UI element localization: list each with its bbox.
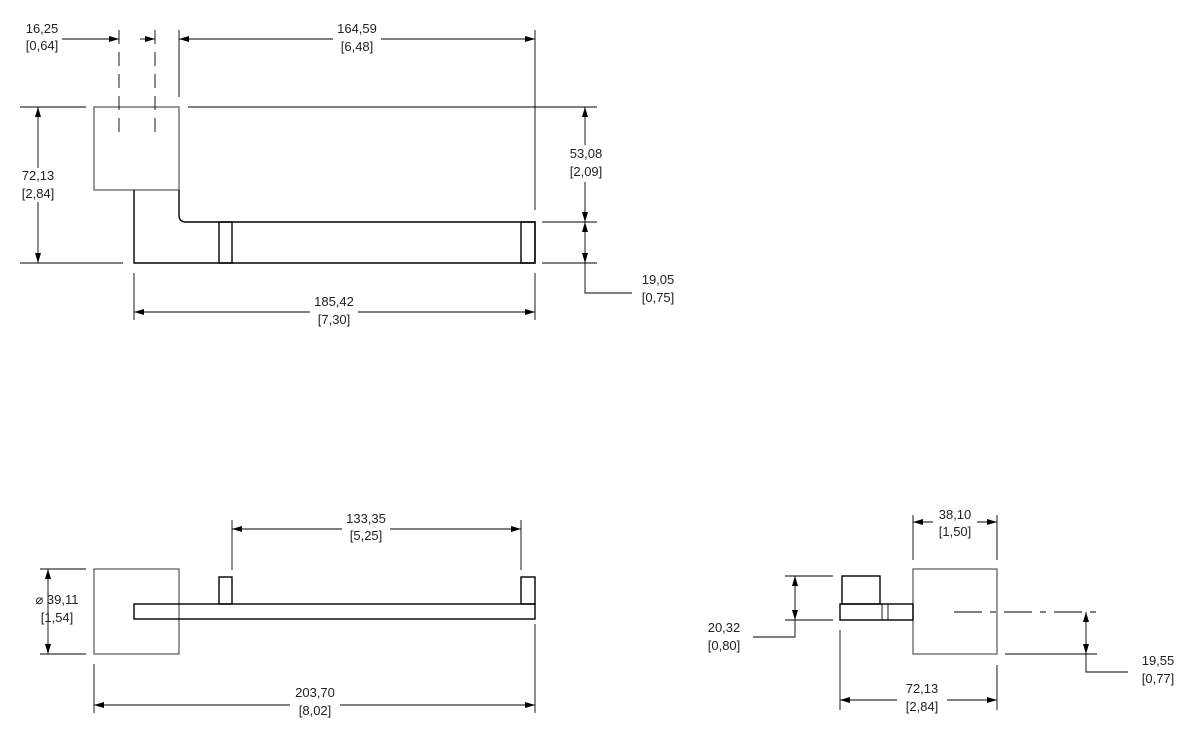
top-view: 16,25 [0,64] 164,59 [6,48] 72,13 [2,84] …: [20, 21, 674, 327]
dim-base-width-mm: 38,10: [939, 507, 972, 522]
dim-diameter-in: [1,54]: [41, 610, 74, 625]
dim-post-height-mm: 20,32: [708, 620, 741, 635]
post-left: [218, 576, 233, 605]
post-right: [520, 221, 536, 264]
dim-center-mm: 19,55: [1142, 653, 1175, 668]
dim-length-in: [7,30]: [318, 312, 351, 327]
dim-depth-mm: 72,13: [906, 681, 939, 696]
dim-height-mm: 72,13: [22, 168, 55, 183]
dim-depth-in: [2,84]: [906, 699, 939, 714]
bar: [133, 603, 536, 620]
dim-offset-in: [2,09]: [570, 164, 603, 179]
dim-bar-height-in: [0,75]: [642, 290, 675, 305]
dim-diameter-mm: ⌀ 39,11: [35, 592, 78, 607]
bar-end: [839, 603, 914, 621]
dim-post-spacing-in: [5,25]: [350, 528, 383, 543]
mounting-block: [93, 106, 180, 191]
post-right: [520, 576, 536, 605]
front-view: 133,35 [5,25] ⌀ 39,11 [1,54] 203,70 [8,0…: [35, 511, 536, 718]
dim-offset-mm: 53,08: [570, 146, 603, 161]
mounting-plate: [912, 568, 998, 655]
dim-hole-spacing-in: [0,64]: [26, 38, 59, 53]
dim-length-mm: 185,42: [314, 294, 354, 309]
dim-post-span-mm: 164,59: [337, 21, 377, 36]
side-view: 38,10 [1,50] 20,32 [0,80] 19,55 [0,77] 7…: [708, 507, 1175, 714]
dim-post-height-in: [0,80]: [708, 638, 741, 653]
dim-overall-mm: 203,70: [295, 685, 335, 700]
dim-bar-height-mm: 19,05: [642, 272, 675, 287]
post: [841, 575, 881, 605]
dim-hole-spacing-mm: 16,25: [26, 21, 59, 36]
arm-profile: [133, 190, 536, 264]
dim-center-in: [0,77]: [1142, 671, 1175, 686]
dim-post-span-in: [6,48]: [341, 39, 374, 54]
dim-post-spacing-mm: 133,35: [346, 511, 386, 526]
mounting-plate: [93, 568, 180, 655]
post-left: [218, 221, 233, 264]
dim-overall-in: [8,02]: [299, 703, 332, 718]
dim-base-width-in: [1,50]: [939, 524, 972, 539]
dim-height-in: [2,84]: [22, 186, 55, 201]
